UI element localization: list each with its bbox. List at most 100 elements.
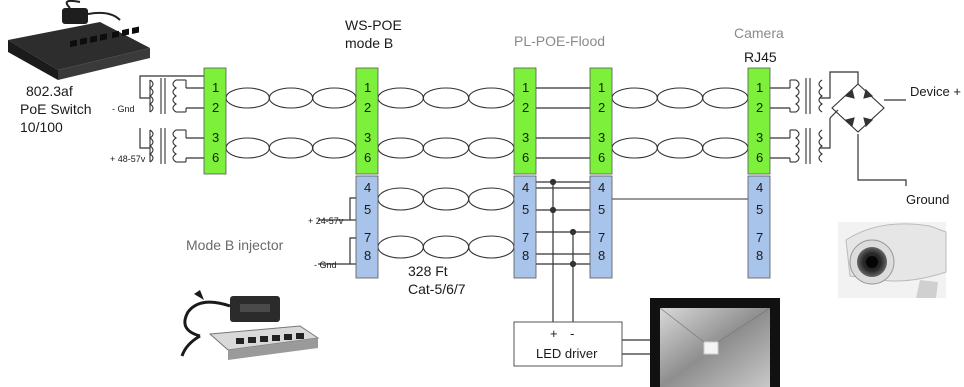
twisted-pair-loop [268, 87, 314, 109]
twisted-pair-loop [702, 137, 749, 159]
pin-label: 5 [522, 202, 529, 217]
injector-label: Mode B injector [186, 237, 284, 253]
pin-label: 4 [522, 180, 529, 195]
ground-label: Ground [906, 192, 949, 207]
pl-poe-out-blue-block [589, 175, 613, 279]
pin-label: 6 [212, 150, 219, 165]
ws-poe-green-block [355, 67, 379, 175]
ws-poe-blue-block [355, 175, 379, 279]
twisted-pair-loop [312, 87, 357, 109]
pin-label: 2 [212, 100, 219, 115]
switch-label-3: 10/100 [20, 119, 63, 135]
pin-label: 8 [598, 248, 605, 263]
pin-label: 7 [364, 230, 371, 245]
pin-label: 6 [598, 150, 605, 165]
pin-label: 5 [598, 202, 605, 217]
twisted-pairs [225, 87, 749, 259]
led-driver-label: LED driver [536, 346, 598, 361]
wire [318, 237, 358, 265]
wire [820, 71, 859, 99]
pin-label: 3 [756, 130, 763, 145]
pin-label: 6 [364, 150, 371, 165]
twisted-pair-loop [468, 235, 515, 259]
pin-label: 2 [522, 100, 529, 115]
ws-poe-title: WS-POE [345, 17, 402, 33]
ws-poe-subtitle: mode B [345, 35, 393, 51]
pin-label: 6 [756, 150, 763, 165]
pin-label: 5 [364, 202, 371, 217]
camera-title: Camera [734, 25, 784, 41]
transformer-icon [149, 78, 187, 114]
rj45-label: RJ45 [744, 49, 777, 65]
bridge-rectifier-icon [831, 83, 885, 133]
twisted-pair-loop [702, 87, 749, 109]
pin-label: 8 [364, 248, 371, 263]
gnd-label-top: - Gnd [112, 104, 135, 114]
pin-label: 1 [598, 80, 605, 95]
wire [829, 109, 839, 119]
wire [857, 134, 907, 186]
poe-switch-photo [8, 0, 150, 80]
twisted-pair-loop [422, 187, 470, 211]
cable-length-label: 328 Ft [408, 263, 448, 279]
wire [820, 118, 831, 149]
transformer-icon [789, 78, 823, 114]
switch-label-1: 802.3af [26, 83, 73, 99]
transformer-icon [149, 128, 187, 164]
twisted-pair-loop [225, 87, 270, 109]
driver-minus-label: - [570, 326, 574, 341]
twisted-pair-loop [225, 137, 270, 159]
wire [139, 128, 150, 149]
voltage-label-top: + 48-57v [110, 154, 146, 164]
poe-injector-photo [180, 290, 320, 360]
cable-type-label: Cat-5/6/7 [408, 281, 466, 297]
camera-green-block [747, 67, 771, 175]
pin-label: 3 [598, 130, 605, 145]
pin-label: 5 [756, 202, 763, 217]
junction-dot [569, 228, 577, 236]
twisted-pair-loop [611, 87, 658, 109]
twisted-pair-loop [422, 137, 470, 159]
twisted-pair-loop [656, 137, 704, 159]
twisted-pair-loop [377, 187, 424, 211]
pin-label: 4 [598, 180, 605, 195]
pl-poe-in-green-block [513, 67, 537, 175]
pin-label: 1 [364, 80, 371, 95]
pin-label: 7 [522, 230, 529, 245]
pin-label: 7 [756, 230, 763, 245]
twisted-pair-loop [422, 235, 470, 259]
pin-label: 2 [364, 100, 371, 115]
voltage-label-mid: + 24-57v [308, 216, 344, 226]
twisted-pair-loop [377, 137, 424, 159]
junction-dot [549, 206, 557, 214]
twisted-pair-loop [268, 137, 314, 159]
twisted-pair-loop [468, 137, 515, 159]
security-camera-photo [838, 222, 947, 298]
pin-label: 8 [522, 248, 529, 263]
twisted-pair-loop [468, 87, 515, 109]
driver-plus-label: + [550, 326, 558, 341]
pin-label: 2 [598, 100, 605, 115]
pl-poe-out-green-block [589, 67, 613, 175]
switch-side-green-block [203, 67, 227, 175]
wire [139, 75, 208, 99]
transformer-icon [789, 128, 823, 164]
pin-label: 1 [522, 80, 529, 95]
wire [318, 197, 358, 221]
pin-label: 4 [364, 180, 371, 195]
switch-label-2: PoE Switch [20, 101, 92, 117]
pin-label: 3 [364, 130, 371, 145]
pin-label: 3 [522, 130, 529, 145]
pin-label: 2 [756, 100, 763, 115]
twisted-pair-loop [611, 137, 658, 159]
led-floodlight-photo [650, 298, 780, 387]
gnd-label-mid: - Gnd [314, 260, 337, 270]
pin-label: 1 [212, 80, 219, 95]
twisted-pair-loop [377, 87, 424, 109]
twisted-pair-loop [377, 235, 424, 259]
twisted-pair-loop [422, 87, 470, 109]
led-driver-box: + - LED driver [513, 321, 623, 367]
twisted-pair-loop [656, 87, 704, 109]
